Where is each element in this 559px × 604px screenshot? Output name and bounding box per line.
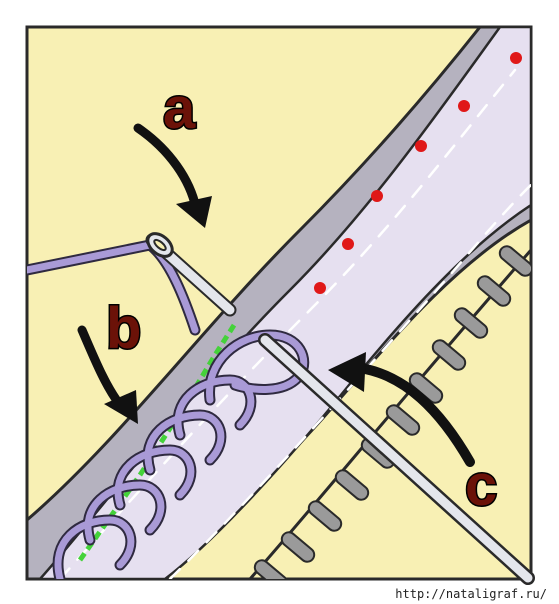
site-credit: http://nataligraf.ru/ — [395, 587, 547, 601]
arrow-c — [328, 352, 475, 467]
dashed-guide-2 — [168, 183, 531, 579]
arrow-b — [77, 325, 138, 424]
label-a: a — [163, 76, 196, 141]
dashed-guide — [58, 68, 517, 579]
chain-stitches — [52, 329, 310, 579]
arrow-a — [133, 123, 212, 228]
label-b: b — [106, 296, 141, 361]
needle-c — [258, 333, 535, 585]
needle-a — [145, 232, 237, 317]
label-c: c — [465, 453, 497, 518]
knit-teeth — [253, 245, 531, 579]
